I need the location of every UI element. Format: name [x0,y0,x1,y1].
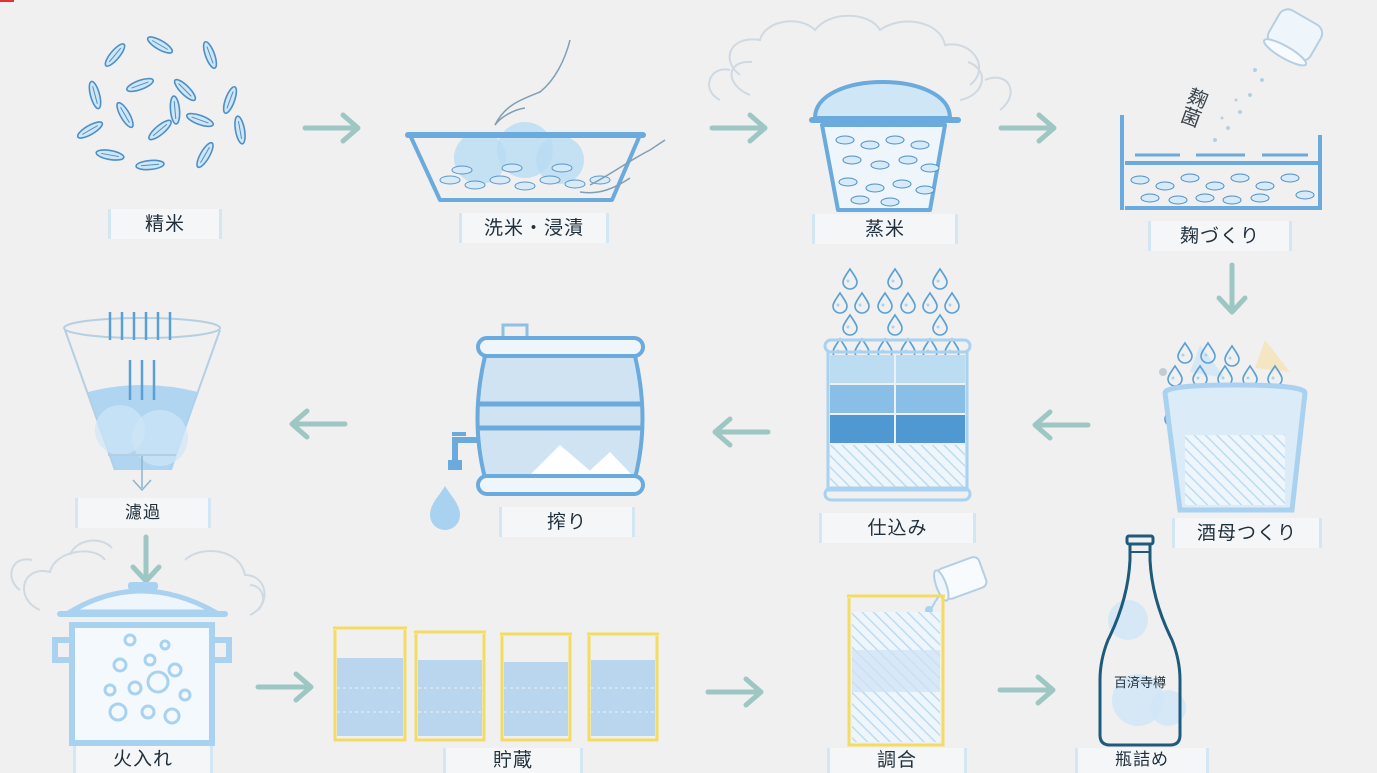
koji-powder-text: 麹菌 [1175,84,1211,130]
arrow-down-8 [130,534,162,584]
shikomi-tank-icon [823,268,972,502]
press-tank-icon [430,323,645,530]
arrow-right-1 [305,115,358,141]
arrow-right-10 [708,679,761,705]
sake-bottle-icon: 百済寺樽 [1098,534,1186,747]
arrow-left-6 [715,419,768,445]
blending-tank-icon [847,556,988,747]
step-label-seimai: 精米 [108,209,222,239]
step-label-roka: 濾過 [75,498,211,528]
step-label-shubo: 酒母つくり [1172,518,1322,548]
arrow-left-7 [292,411,345,437]
storage-tanks-icon [333,626,659,742]
arrow-right-2 [712,115,765,141]
filter-icon [63,312,221,492]
koji-making-icon: 麹菌 [1120,8,1324,210]
arrow-right-3 [1001,115,1054,141]
pasteurization-pot-icon [10,539,266,746]
arrow-left-5 [1035,412,1088,438]
step-label-koji: 麹づくり [1148,221,1292,251]
corner-mark [0,0,14,16]
step-label-chogo: 調合 [827,748,967,773]
step-label-shibori: 搾り [499,507,635,537]
step-label-binzume: 瓶詰め [1075,748,1209,773]
arrow-down-4 [1216,262,1248,315]
washing-bowl-icon [405,39,666,202]
step-label-hiire: 火入れ [73,746,213,773]
step-label-jomai: 蒸米 [812,214,958,244]
step-label-chozo: 貯蔵 [443,748,583,773]
arrow-right-11 [1000,677,1053,703]
step-label-senmai: 洗米・浸漬 [459,213,609,243]
shubo-tank-icon [1159,340,1308,513]
arrow-right-9 [258,674,311,700]
polished-rice-icon [74,33,248,172]
step-label-shikomi: 仕込み [819,513,976,543]
bottle-label-text: 百済寺樽 [1114,675,1166,691]
steamer-icon [708,14,1012,212]
